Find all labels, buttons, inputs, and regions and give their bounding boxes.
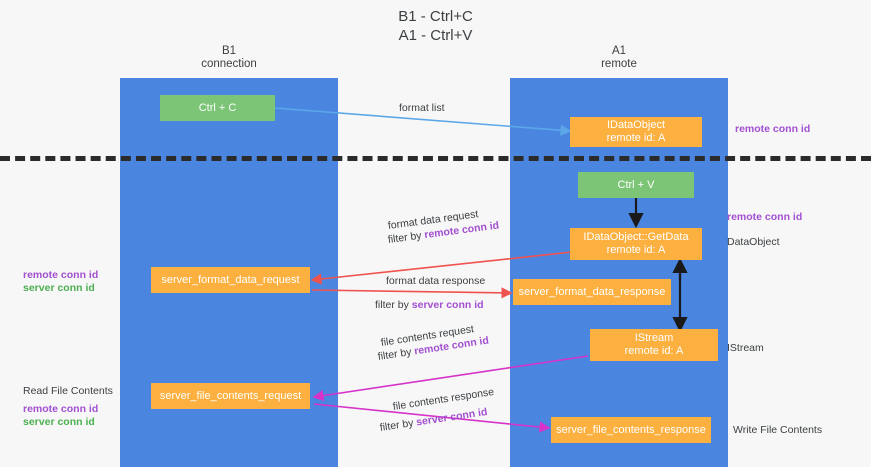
node-server-format-data-response[interactable]: server_format_data_response: [513, 279, 671, 305]
node-server-file-contents-request[interactable]: server_file_contents_request: [151, 383, 310, 409]
phase-divider: [0, 156, 871, 161]
filter-prefix: filter by: [375, 299, 412, 311]
edge-label-format-list: format list: [399, 102, 445, 114]
node-ctrl-v[interactable]: Ctrl + V: [578, 172, 694, 198]
side-label-left-remote-conn-id-mid: remote conn id: [23, 269, 99, 281]
edge-label-format-data-response-filter: filter by server conn id: [375, 299, 484, 312]
filter-key-server-conn-id: server conn id: [411, 299, 484, 311]
page-title: B1 - Ctrl+C A1 - Ctrl+V: [398, 8, 473, 44]
side-label-read-file-contents: Read File Contents: [23, 385, 113, 397]
lane-header-b1: B1 connection: [201, 45, 257, 70]
edge-label-format-data-response: format data response: [386, 275, 486, 287]
lane-header-a1: A1 remote: [601, 45, 637, 70]
node-istream[interactable]: IStream remote id: A: [590, 329, 718, 361]
node-ctrl-c[interactable]: Ctrl + C: [160, 95, 275, 121]
node-server-file-contents-response[interactable]: server_file_contents_response: [551, 417, 711, 443]
node-idataobject-getdata[interactable]: IDataObject::GetData remote id: A: [570, 228, 702, 260]
node-idataobject[interactable]: IDataObject remote id: A: [570, 117, 702, 147]
side-label-dataobject: DataObject: [727, 236, 780, 248]
side-label-istream: IStream: [727, 342, 764, 354]
side-label-remote-conn-id-top: remote conn id: [735, 123, 811, 135]
side-label-left-remote-conn-id-bottom: remote conn id: [23, 403, 99, 415]
side-label-write-file-contents: Write File Contents: [733, 424, 823, 436]
side-label-left-server-conn-id-bottom: server conn id: [23, 416, 95, 428]
side-label-remote-conn-id-mid: remote conn id: [727, 211, 803, 223]
node-server-format-data-request[interactable]: server_format_data_request: [151, 267, 310, 293]
side-label-left-server-conn-id-mid: server conn id: [23, 282, 95, 294]
